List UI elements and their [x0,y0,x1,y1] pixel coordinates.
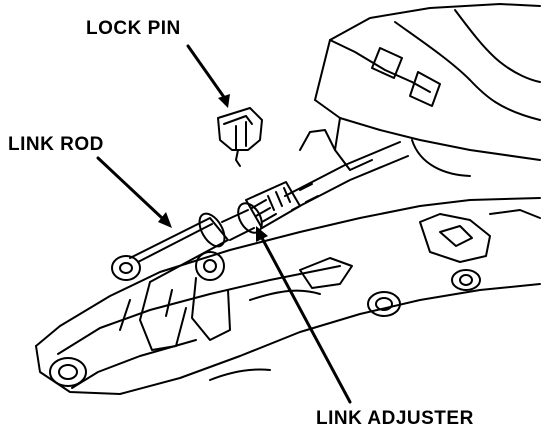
lock-pin-leader [186,44,228,102]
link-adjuster-part [237,181,301,234]
control-cable [284,141,409,211]
link-adjuster-label: LINK ADJUSTER [316,408,474,429]
lock-pin-part [217,107,263,167]
lock-pin-label: LOCK PIN [86,18,181,39]
shift-lever-bracket [35,197,541,395]
lock-pin-arrowhead [218,94,230,108]
link-adjuster-leader [260,236,352,404]
transmission-housing [299,3,541,177]
link-rod-label: LINK ROD [8,134,104,155]
link-rod-leader [96,156,164,220]
link-rod-part [111,209,255,283]
leader-lines [96,44,352,404]
link-rod-arrowhead [158,212,172,228]
link-adjuster-arrowhead [256,226,268,242]
